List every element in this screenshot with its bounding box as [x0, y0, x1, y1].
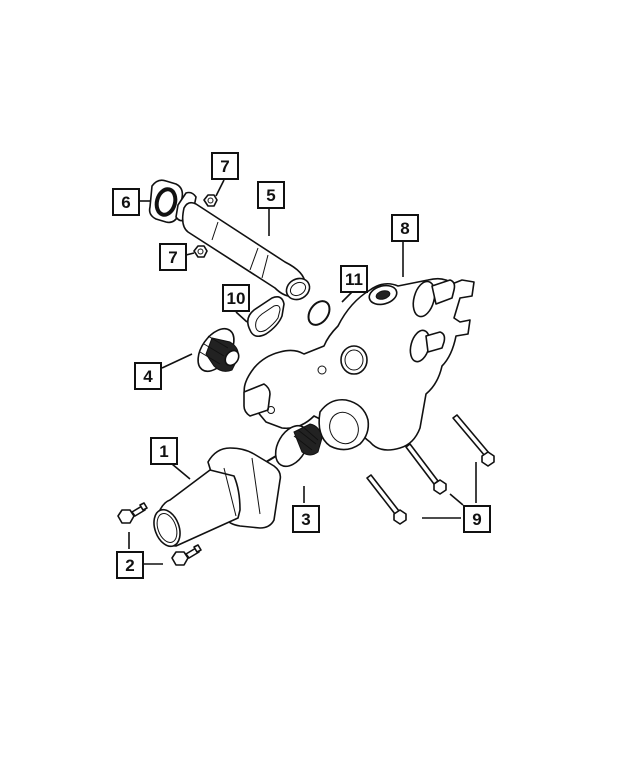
callout-8[interactable]: 8	[391, 214, 419, 242]
callout-11[interactable]: 11	[340, 265, 368, 293]
bolt-part-9-c	[366, 474, 407, 525]
leader-lines	[128, 179, 477, 565]
nut-part-7-upper	[203, 194, 218, 207]
bolt-part-2-upper	[117, 502, 148, 524]
callout-2[interactable]: 2	[116, 551, 144, 579]
callout-5[interactable]: 5	[257, 181, 285, 209]
gasket-part-10	[246, 296, 285, 338]
callout-10[interactable]: 10	[222, 284, 250, 312]
callout-7-lower[interactable]: 7	[159, 243, 187, 271]
callout-6[interactable]: 6	[112, 188, 140, 216]
thermostat-part-3	[265, 423, 323, 468]
nut-part-7-lower	[193, 245, 208, 258]
thermostat-part-4	[197, 327, 240, 373]
callout-4[interactable]: 4	[134, 362, 162, 390]
coolant-outlet-part-1	[153, 447, 282, 548]
thermostat-housing-part-8	[243, 277, 475, 451]
bolt-part-9-b	[405, 443, 447, 495]
callout-9[interactable]: 9	[463, 505, 491, 533]
bolt-part-9-a	[452, 414, 495, 467]
callout-1[interactable]: 1	[150, 437, 178, 465]
gasket-part-6	[148, 179, 184, 224]
bolt-part-2-lower	[171, 544, 202, 566]
callout-7-upper[interactable]: 7	[211, 152, 239, 180]
coolant-tube-part-5	[175, 191, 311, 301]
o-ring-part-11	[307, 300, 331, 326]
callout-3[interactable]: 3	[292, 505, 320, 533]
